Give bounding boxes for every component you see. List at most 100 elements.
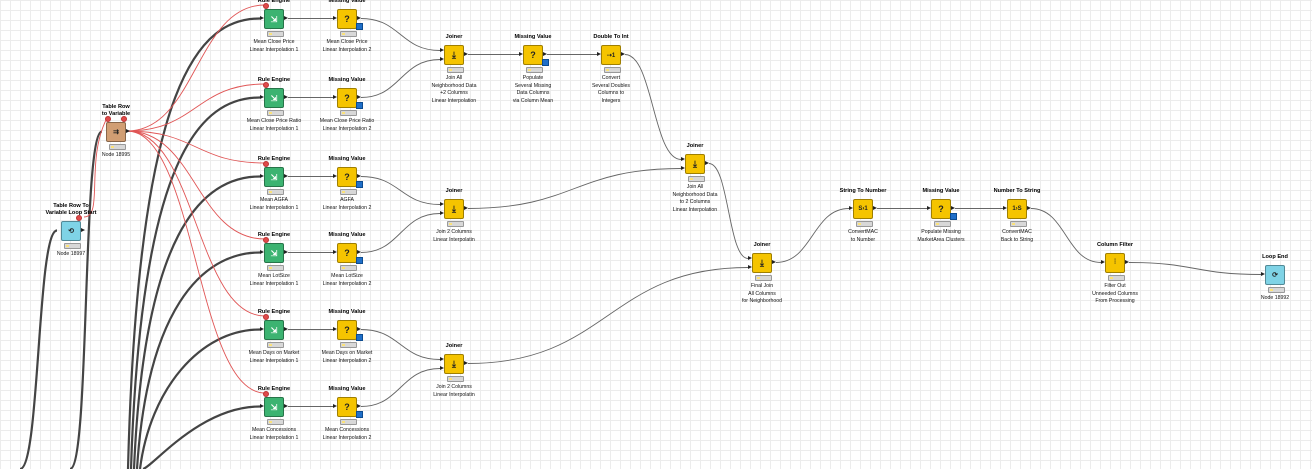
flow-variable-connection[interactable] xyxy=(126,4,266,132)
data-inport[interactable] xyxy=(1101,260,1105,264)
data-connection[interactable] xyxy=(360,176,441,205)
node-label[interactable]: Final Join All Columns for Neighborhood xyxy=(741,283,783,305)
data-connection[interactable] xyxy=(360,59,441,98)
data-inport[interactable] xyxy=(333,327,337,331)
flow-variable-connection[interactable] xyxy=(126,130,266,394)
node-label[interactable]: Mean Concessions Linear Interpolation 2 xyxy=(322,427,372,441)
node-re3[interactable]: Rule Engine⇲Mean AGFA Linear Interpolati… xyxy=(250,156,299,211)
data-inport[interactable] xyxy=(333,16,337,20)
missing-value-icon[interactable]: ? xyxy=(337,9,357,29)
data-inport[interactable] xyxy=(597,52,601,56)
data-connection[interactable] xyxy=(126,17,261,469)
data-connection[interactable] xyxy=(708,163,749,259)
joiner-icon[interactable]: ⤓ xyxy=(685,154,705,174)
node-mv4[interactable]: Missing Value?Mean LotSize Linear Interp… xyxy=(323,232,372,287)
data-connection[interactable] xyxy=(775,208,850,263)
data-outport[interactable] xyxy=(357,95,361,99)
node-mvmac[interactable]: Missing Value?Populate Missing MarketAre… xyxy=(917,188,964,243)
data-outport[interactable] xyxy=(81,228,85,232)
node-mv5[interactable]: Missing Value?Mean Days on Market Linear… xyxy=(322,309,373,364)
flow-variable-inport[interactable] xyxy=(263,161,269,167)
flow-variable-connection[interactable] xyxy=(126,130,266,317)
column-filter-icon[interactable]: ⫶ xyxy=(1105,253,1125,273)
data-inport[interactable] xyxy=(260,174,264,178)
rule-engine-icon[interactable]: ⇲ xyxy=(264,243,284,263)
data-outport[interactable] xyxy=(951,206,955,210)
data-connection[interactable] xyxy=(19,229,58,469)
data-outport[interactable] xyxy=(873,206,877,210)
data-connection[interactable] xyxy=(135,251,261,469)
node-label[interactable]: Mean AGFA Linear Interpolation 1 xyxy=(249,197,299,211)
node-cf[interactable]: Column Filter⫶Filter Out Unneeded Column… xyxy=(1092,242,1138,304)
node-label[interactable]: Node 18997 xyxy=(56,251,86,257)
node-j2[interactable]: Joiner⤓Join 2 Columns Linear Interpolati… xyxy=(433,188,475,243)
node-label[interactable]: Join 2 Columns Linear Interpolatin xyxy=(433,384,475,398)
data-outport[interactable] xyxy=(464,206,468,210)
node-mv6[interactable]: Missing Value?Mean Concessions Linear In… xyxy=(323,386,372,441)
data-outport[interactable] xyxy=(357,404,361,408)
rule-engine-icon[interactable]: ⇲ xyxy=(264,9,284,29)
data-connection[interactable] xyxy=(360,18,441,51)
node-label[interactable]: Populate Missing MarketArea Clusters xyxy=(917,229,965,243)
node-label[interactable]: Mean Days on Market Linear Interpolation… xyxy=(321,350,373,364)
flow-variable-inport[interactable] xyxy=(263,314,269,320)
missing-value-icon[interactable]: ? xyxy=(337,243,357,263)
node-label[interactable]: Mean Close Price Ratio Linear Interpolat… xyxy=(246,118,302,132)
node-j3[interactable]: Joiner⤓Join 2 Columns Linear Interpolati… xyxy=(433,343,475,398)
data-connection[interactable] xyxy=(138,328,261,469)
node-label[interactable]: Join All Neighborhood Data +2 Columns Li… xyxy=(431,75,477,104)
node-label[interactable]: Mean Concessions Linear Interpolation 1 xyxy=(249,427,299,441)
node-mvpop[interactable]: Missing Value?Populate Several Missing D… xyxy=(513,34,553,104)
data-outport[interactable] xyxy=(464,52,468,56)
data-inport[interactable] xyxy=(681,166,685,170)
data-connection[interactable] xyxy=(360,329,441,360)
string-to-number-icon[interactable]: S›1 xyxy=(853,199,873,219)
data-outport[interactable] xyxy=(126,129,130,133)
missing-value-icon[interactable]: ? xyxy=(931,199,951,219)
flow-variable-inport[interactable] xyxy=(105,116,111,122)
data-outport[interactable] xyxy=(772,260,776,264)
double-to-int-icon[interactable]: ⇢1 xyxy=(601,45,621,65)
data-inport[interactable] xyxy=(440,202,444,206)
data-outport[interactable] xyxy=(284,16,288,20)
loop-start-icon[interactable]: ⟲ xyxy=(61,221,81,241)
data-inport[interactable] xyxy=(260,16,264,20)
node-j1[interactable]: Joiner⤓Join All Neighborhood Data +2 Col… xyxy=(432,34,477,104)
data-outport[interactable] xyxy=(464,361,468,365)
node-label[interactable]: ConvertMAC to Number xyxy=(848,229,878,243)
rule-engine-icon[interactable]: ⇲ xyxy=(264,320,284,340)
data-connection[interactable] xyxy=(132,175,261,469)
data-inport[interactable] xyxy=(927,206,931,210)
data-outport[interactable] xyxy=(284,174,288,178)
data-inport[interactable] xyxy=(333,250,337,254)
node-re4[interactable]: Rule Engine⇲Mean LotSize Linear Interpol… xyxy=(250,232,299,287)
node-re6[interactable]: Rule Engine⇲Mean Concessions Linear Inte… xyxy=(250,386,299,441)
missing-value-icon[interactable]: ? xyxy=(523,45,543,65)
data-connection[interactable] xyxy=(467,168,682,209)
node-mv2[interactable]: Missing Value?Mean Close Price Ratio Lin… xyxy=(320,77,375,132)
flow-variable-connection[interactable] xyxy=(126,83,266,132)
node-label[interactable]: Populate Several Missing Data Columns vi… xyxy=(512,75,554,104)
node-label[interactable]: Mean LotSize Linear Interpolation 2 xyxy=(322,273,372,287)
data-outport[interactable] xyxy=(1125,260,1129,264)
node-re5[interactable]: Rule Engine⇲Mean Days on Market Linear I… xyxy=(249,309,300,364)
node-label[interactable]: Mean Close Price Linear Interpolation 1 xyxy=(249,39,299,53)
flow-variable-connection[interactable] xyxy=(126,130,266,240)
missing-value-icon[interactable]: ? xyxy=(337,397,357,417)
data-outport[interactable] xyxy=(357,327,361,331)
node-label[interactable]: Node 18995 xyxy=(101,152,131,158)
data-inport[interactable] xyxy=(260,404,264,408)
node-tr2var[interactable]: Table Row to Variable⇉Node 18995 xyxy=(102,104,130,158)
data-inport[interactable] xyxy=(260,95,264,99)
data-outport[interactable] xyxy=(357,174,361,178)
missing-value-icon[interactable]: ? xyxy=(337,320,357,340)
data-outport[interactable] xyxy=(284,327,288,331)
data-outport[interactable] xyxy=(357,250,361,254)
data-inport[interactable] xyxy=(1261,272,1265,276)
node-label[interactable]: Node 18992 xyxy=(1260,295,1290,301)
data-outport[interactable] xyxy=(621,52,625,56)
missing-value-icon[interactable]: ? xyxy=(337,88,357,108)
number-to-string-icon[interactable]: 1›S xyxy=(1007,199,1027,219)
